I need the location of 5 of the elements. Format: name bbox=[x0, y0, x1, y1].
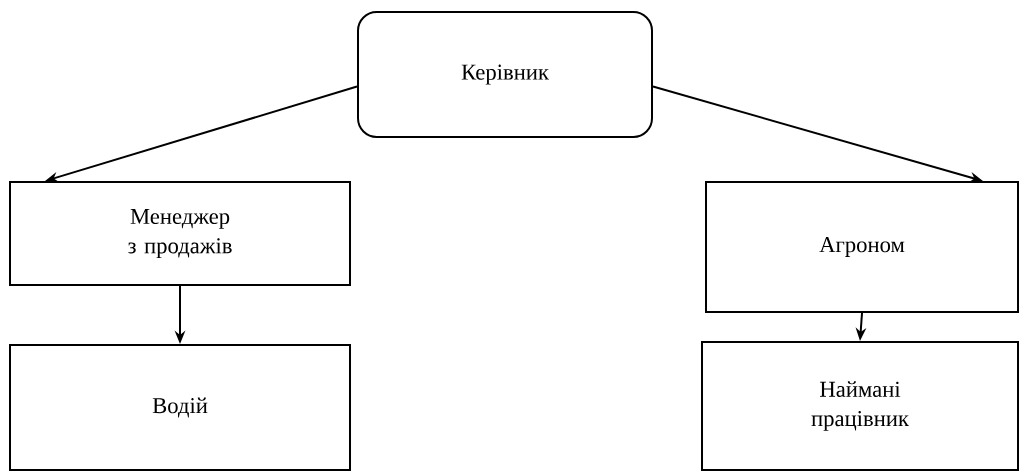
role-box: Водій bbox=[9, 343, 351, 472]
role-box: Наймані працівник bbox=[701, 341, 1019, 471]
role-box: Агроном bbox=[705, 181, 1019, 313]
rounded-box: Керівник bbox=[357, 10, 653, 139]
role-box: Менеджер з продажів bbox=[9, 181, 351, 286]
